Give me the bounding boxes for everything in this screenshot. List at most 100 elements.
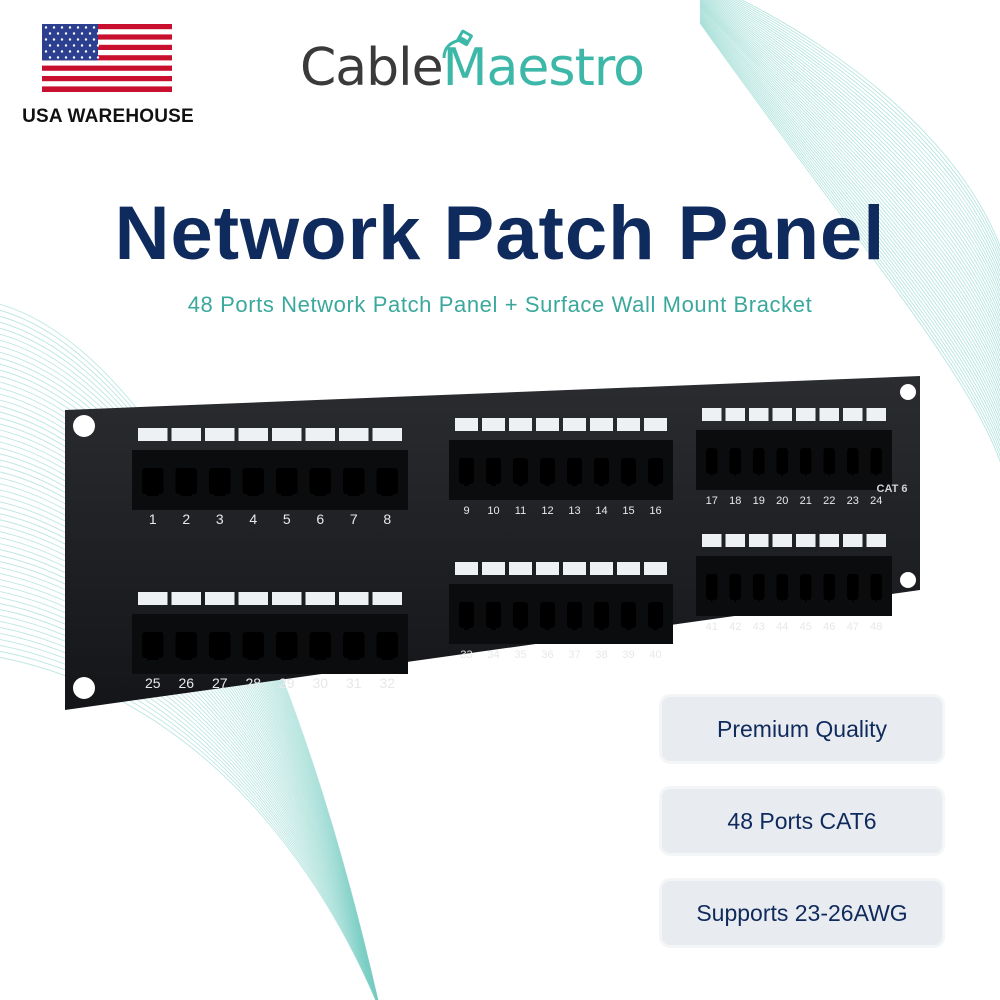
rj45-jack [276,632,298,658]
rj45-jack [540,602,555,628]
port-number: 46 [823,621,835,633]
port-number: 30 [312,675,328,691]
port-label-strip [749,408,769,421]
rj45-jack [175,632,197,658]
port-label-strip [796,534,816,547]
rj45-jack [847,574,859,600]
port-label-strip [339,428,369,441]
rj45-jack [276,468,298,494]
port-number: 1 [149,511,157,527]
port-number: 16 [649,505,661,517]
page-subtitle: 48 Ports Network Patch Panel + Surface W… [187,292,813,317]
port-label-strip [617,562,640,575]
port-label-strip [749,534,769,547]
port-label-strip [772,408,792,421]
rj45-jack [776,448,788,474]
brand-logo: CableMaestro [300,29,700,110]
rj45-jack [459,602,474,628]
rj45-jack [729,574,741,600]
port-label-strip [272,592,302,605]
feature-badge-quality: Premium Quality [662,697,942,761]
mount-hole [73,677,95,699]
port-number: 23 [847,495,859,507]
rj45-jack [800,448,812,474]
port-number: 13 [568,505,580,517]
rj45-jack [142,632,164,658]
rj45-jack [594,458,609,484]
rj45-jack [343,632,365,658]
port-label-strip [482,418,505,431]
port-label-strip [171,428,201,441]
port-number: 21 [800,495,812,507]
port-number: 44 [776,621,788,633]
rj45-jack [376,632,398,658]
rj45-jack [706,574,718,600]
port-label-strip [725,408,745,421]
port-number: 37 [568,649,580,661]
port-number: 38 [595,649,607,661]
port-number: 5 [283,511,291,527]
port-label-strip [509,418,532,431]
brand-name-part1: Cable [300,38,444,98]
rj45-jack [142,468,164,494]
rj45-jack [486,602,501,628]
rj45-jack [309,632,331,658]
port-label-strip [272,428,302,441]
port-number: 31 [346,675,362,691]
port-number: 20 [776,495,788,507]
port-label-strip [305,592,335,605]
rj45-jack [776,574,788,600]
port-number: 27 [212,675,228,691]
port-number: 11 [515,505,526,517]
mount-hole [73,415,95,437]
rj45-jack [729,448,741,474]
port-label-strip [536,562,559,575]
port-number: 22 [823,495,835,507]
rj45-jack [376,468,398,494]
port-label-strip [590,418,613,431]
rj45-jack [648,458,663,484]
port-number: 47 [847,621,859,633]
port-label-strip [644,562,667,575]
port-number: 40 [649,649,661,661]
port-number: 41 [706,621,718,633]
port-number: 9 [463,505,469,517]
port-label-strip [843,408,863,421]
port-number: 6 [316,511,324,527]
rj45-jack [800,574,812,600]
rj45-jack [209,468,231,494]
port-number: 17 [706,495,718,507]
port-number: 4 [249,511,257,527]
port-number: 29 [279,675,295,691]
rj45-jack [513,602,528,628]
port-number: 2 [182,511,190,527]
rj45-jack [594,602,609,628]
port-label-strip [819,408,839,421]
mount-hole [900,572,916,588]
rj45-jack [242,632,264,658]
page-title: Network Patch Panel [114,191,886,276]
port-number: 3 [216,511,224,527]
rj45-jack [540,458,555,484]
port-label-strip [339,592,369,605]
feature-badge-awg: Supports 23-26AWG [662,881,942,945]
port-label-strip [372,428,402,441]
rj45-jack [459,458,474,484]
rj45-jack [753,574,765,600]
rj45-jack [823,574,835,600]
port-label-strip [171,592,201,605]
rj45-jack [847,448,859,474]
port-label-strip [866,534,886,547]
port-label-strip [843,534,863,547]
port-label-strip [372,592,402,605]
usa-flag-icon [42,24,172,92]
port-number: 25 [145,675,161,691]
port-number: 8 [383,511,391,527]
mount-hole [900,384,916,400]
rj45-jack [567,458,582,484]
port-label-strip [138,592,168,605]
port-number: 48 [870,621,882,633]
port-label-strip [455,418,478,431]
rj45-jack [870,448,882,474]
port-label-strip [455,562,478,575]
